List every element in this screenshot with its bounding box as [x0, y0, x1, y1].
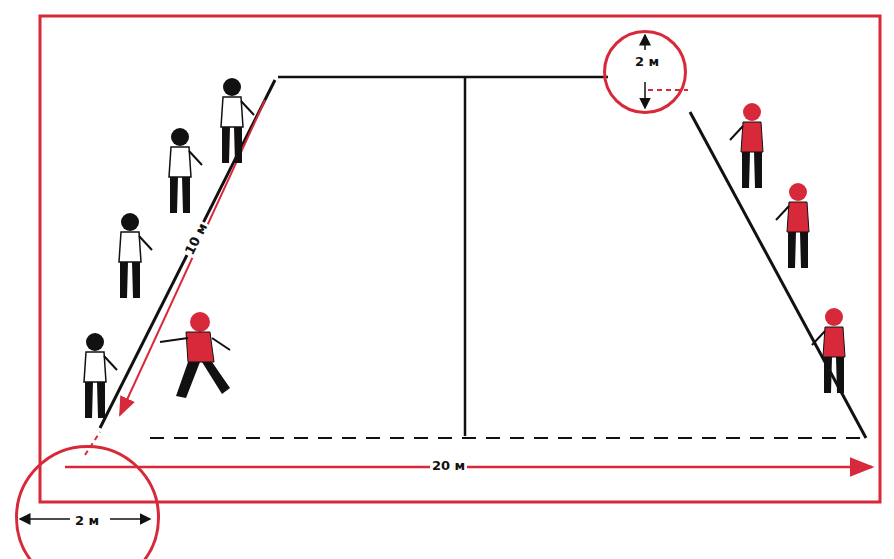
dimension-label: 20 м	[430, 459, 467, 473]
dimension-label: 2 м	[633, 55, 661, 69]
dimension-label: 2 м	[73, 514, 101, 528]
dimension-label: 10 м	[182, 219, 212, 259]
dimension-circle: 2 м	[603, 30, 687, 114]
dimension-circle: 2 м	[15, 445, 160, 559]
